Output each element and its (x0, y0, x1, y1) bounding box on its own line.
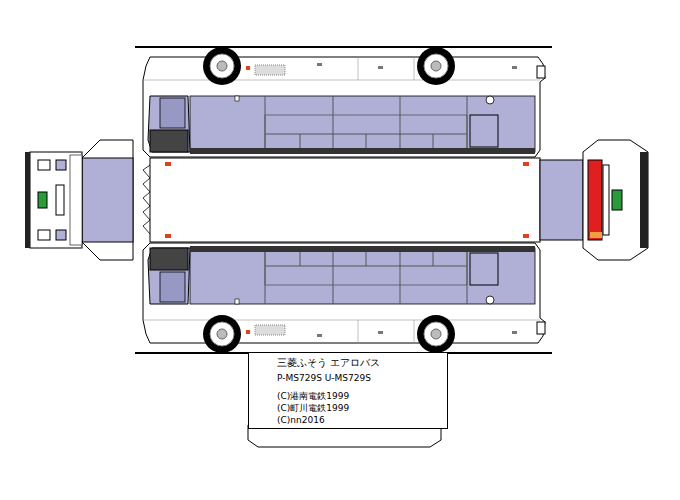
copyright-note: (C)町川電鉄1999 (277, 402, 447, 414)
bus-rear (540, 160, 583, 240)
bus-rear (588, 160, 602, 240)
model-name: 三菱ふそう エアロバス (277, 357, 447, 369)
lower-side (135, 243, 552, 353)
bus-rear (640, 152, 648, 248)
bus-roof (143, 165, 150, 234)
bus-roof (523, 234, 529, 238)
label-panel: 三菱ふそう エアロバスP-MS729S U-MS729S(C)港南電鉄1999(… (248, 352, 448, 429)
bus-front (82, 140, 133, 260)
bus-front (82, 158, 133, 242)
bus-roof (165, 162, 171, 166)
bus-rear (612, 190, 622, 210)
bus-rear (583, 140, 648, 260)
bus-front (25, 152, 30, 248)
bus-front (70, 155, 82, 245)
bus-rear (603, 165, 609, 235)
upper-side (135, 47, 552, 157)
bus-roof (143, 158, 540, 242)
copyright-note: (C)港南電鉄1999 (277, 390, 447, 402)
bus-front (38, 230, 50, 240)
model-code: P-MS729S U-MS729S (277, 372, 447, 384)
bus-front (38, 192, 47, 208)
bus-rear (590, 232, 602, 238)
bus-roof (150, 158, 540, 242)
bus-front (56, 230, 66, 240)
copyright-note: (C)nn2016 (277, 414, 447, 426)
bus-front (30, 152, 82, 248)
bus-front (56, 160, 66, 170)
bus-roof (165, 234, 171, 238)
bus-rear (540, 140, 648, 260)
bus-front (38, 160, 50, 170)
bus-roof (523, 162, 529, 166)
bus-front (25, 140, 133, 260)
bus-front (56, 185, 64, 215)
